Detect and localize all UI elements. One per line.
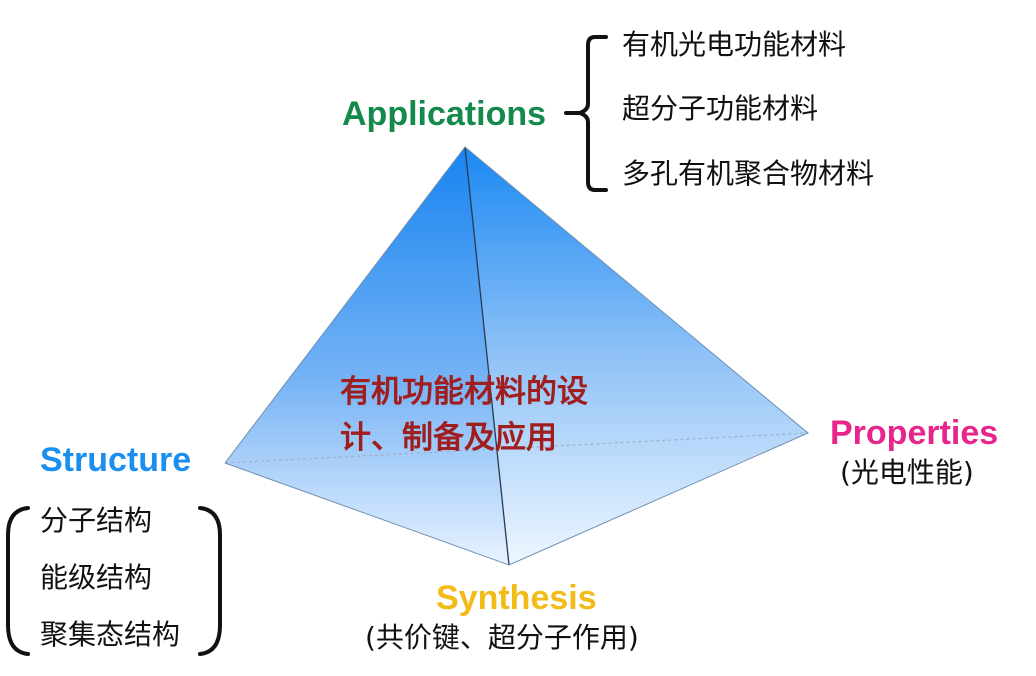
- structure-item-aggregation: 聚集态结构: [40, 618, 181, 651]
- synthesis-subtitle: (共价键、超分子作用): [365, 621, 639, 654]
- properties-subtitle: (光电性能): [840, 456, 974, 489]
- pyramid-hidden-edge: [224, 432, 809, 464]
- applications-item-supramolecular: 超分子功能材料: [622, 92, 819, 125]
- structure-title: Structure: [40, 441, 192, 479]
- applications-title: Applications: [342, 95, 547, 133]
- structure-right-paren: [198, 506, 222, 656]
- structure-item-molecular: 分子结构: [40, 504, 153, 537]
- pyramid-left-face: [225, 147, 509, 565]
- pyramid-front-edge: [464, 146, 510, 566]
- applications-item-optoelectronic: 有机光电功能材料: [622, 28, 847, 61]
- applications-brace: [564, 35, 608, 192]
- structure-left-paren: [6, 506, 30, 656]
- pyramid-right-face: [465, 147, 808, 565]
- center-line-1: 有机功能材料的设: [340, 374, 588, 410]
- center-line-2: 计、制备及应用: [340, 420, 557, 456]
- structure-item-energy-level: 能级结构: [40, 561, 153, 594]
- applications-item-porous-polymer: 多孔有机聚合物材料: [622, 157, 875, 190]
- synthesis-title: Synthesis: [436, 579, 597, 617]
- pyramid-outline: [224, 146, 809, 566]
- properties-title: Properties: [830, 414, 999, 452]
